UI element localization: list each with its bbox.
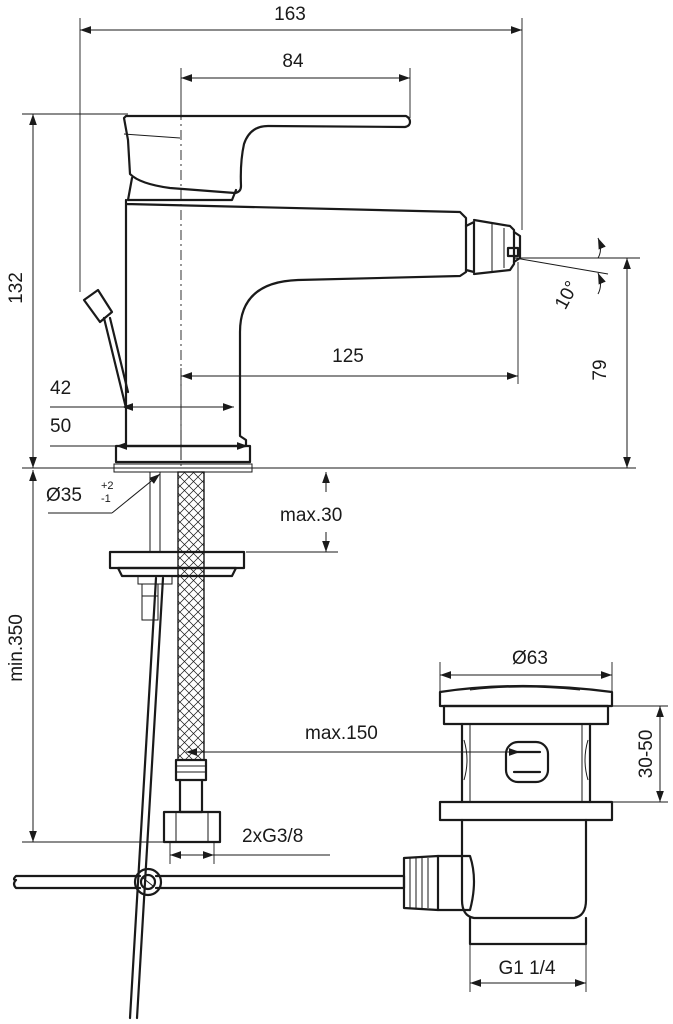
threaded-rod [149,472,161,552]
dim-label-max-30: max.30 [280,505,342,526]
dimension-42: 42 [50,378,234,411]
dim-label-132: 132 [6,272,27,304]
dim-label-2xG3-8: 2xG3/8 [242,826,303,847]
dim-label-50: 50 [50,416,71,437]
pop-up-waste [402,684,614,946]
dimension-max-30: max.30 [246,467,342,553]
dim-label-10-degree: 10° [551,278,583,313]
dim-label-79: 79 [590,359,611,380]
dim-label-max-150: max.150 [305,723,378,744]
dim-label-84: 84 [282,51,304,72]
dim-label-diameter-63: Ø63 [512,648,548,669]
dimension-125: 125 [180,262,519,460]
dimension-163: 163 [79,4,523,292]
waste-rod [128,576,165,1020]
waste-lever-rod [12,867,406,897]
dim-label-hole-tol-plus: +2 [101,480,114,492]
dim-label-G1-1-4: G1 1/4 [498,958,555,979]
dimension-50: 50 [50,416,248,450]
dimension-132: 132 [6,113,128,468]
faucet-body [122,114,522,448]
dim-label-hole-tol-minus: -1 [101,493,111,505]
dim-label-125: 125 [332,346,364,367]
dim-label-hole-diameter: Ø35 [46,485,82,506]
dimension-G1-1-4: G1 1/4 [469,944,587,992]
fixing-plate [108,550,246,621]
flexible-hose [162,471,222,844]
dimension-max-150: max.150 [186,723,520,756]
dim-label-163: 163 [274,4,306,25]
base-flange [113,444,253,473]
dimension-84: 84 [180,51,411,118]
pop-up-rod [82,288,130,410]
dim-label-30-50: 30-50 [636,730,657,779]
dimension-2xG3-8: 2xG3/8 [169,826,330,864]
dimension-min-350: min.350 [6,467,170,843]
dim-label-42: 42 [50,378,71,399]
dimension-diameter-63: Ø63 [439,648,613,704]
dimension-30-50: 30-50 [612,705,668,803]
dimension-hole-diameter: Ø35 +2 -1 [46,473,161,514]
dimension-10-degree: 10° [514,237,612,313]
dim-label-min-350: min.350 [6,614,27,682]
